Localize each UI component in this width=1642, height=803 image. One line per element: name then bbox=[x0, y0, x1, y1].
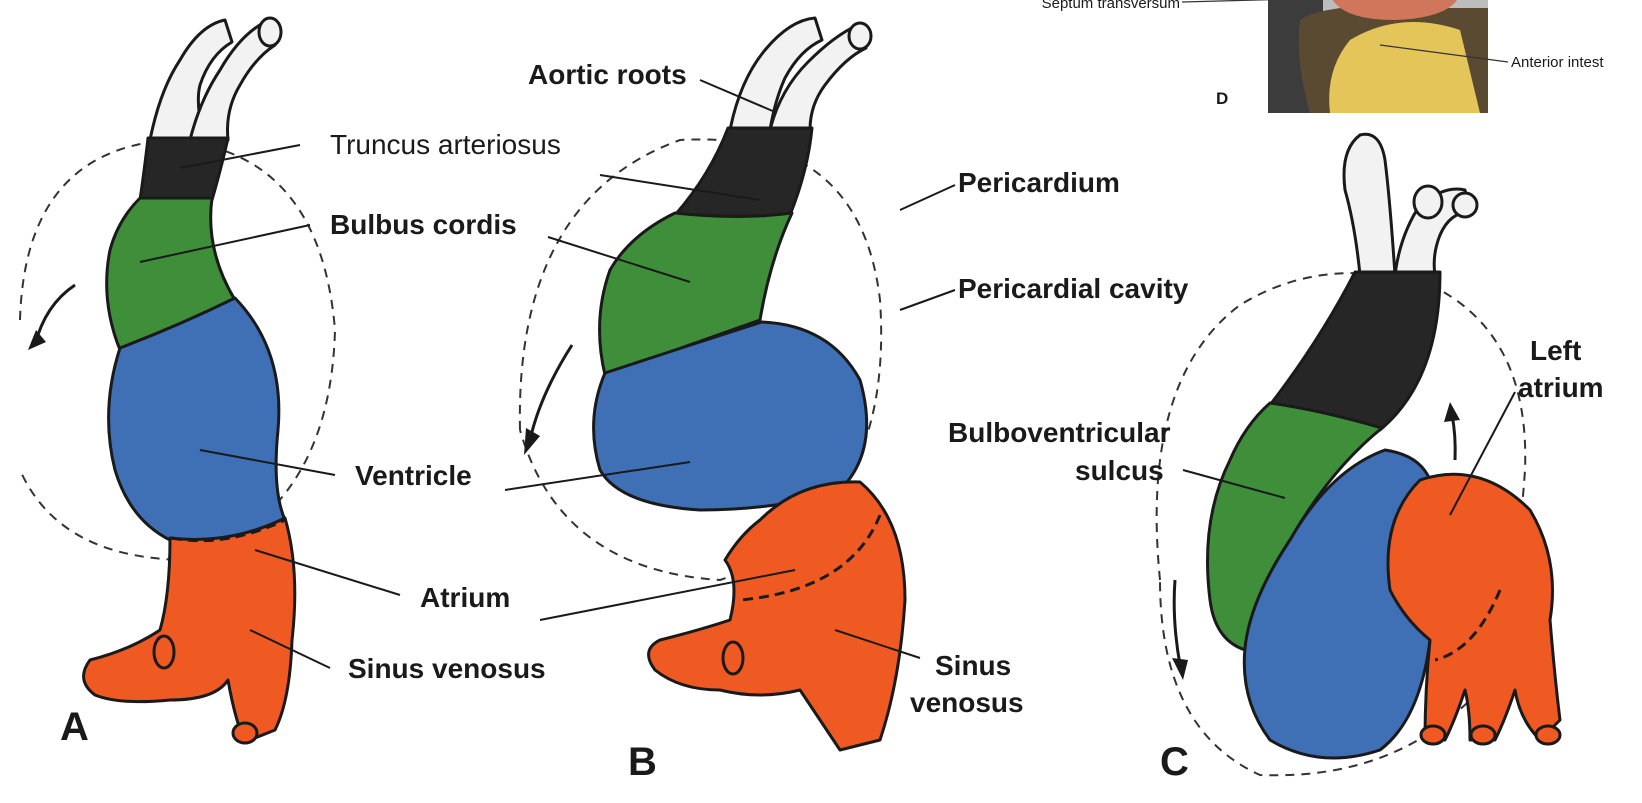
atrium-label: Atrium bbox=[420, 582, 510, 613]
panel-b-pericardium-leader bbox=[900, 185, 955, 210]
panel-c-aortic-opening-1 bbox=[1453, 193, 1477, 217]
panel-a: A bbox=[20, 18, 400, 749]
panel-c-vein-opening-1 bbox=[1421, 726, 1445, 744]
sinus-venosus-a-label: Sinus venosus bbox=[348, 653, 546, 684]
panel-a-arrow-head bbox=[28, 330, 46, 350]
panel-c-vein-opening-3 bbox=[1536, 726, 1560, 744]
panel-c-arrow-head-up bbox=[1444, 402, 1460, 422]
panel-c-rotation-arrow-up bbox=[1452, 415, 1455, 460]
panel-d-letter: D bbox=[1216, 89, 1228, 108]
panel-c-rotation-arrow bbox=[1174, 580, 1180, 665]
anterior-intestine-label: Anterior intest bbox=[1511, 54, 1604, 71]
panel-a-letter: A bbox=[60, 705, 89, 749]
left-atrium-label-line1: Left bbox=[1530, 335, 1581, 366]
panel-b: B bbox=[505, 18, 955, 784]
panel-b-truncus bbox=[675, 128, 812, 218]
panel-a-truncus bbox=[140, 138, 228, 200]
panel-c-aortic-root-1 bbox=[1344, 134, 1395, 275]
panel-c-aortic-opening-2 bbox=[1414, 186, 1442, 218]
panel-b-letter: B bbox=[628, 740, 657, 784]
left-atrium-label-line2: atrium bbox=[1518, 372, 1604, 403]
sinus-venosus-b-label-line2: venosus bbox=[910, 687, 1024, 718]
aortic-roots-label: Aortic roots bbox=[528, 59, 687, 90]
pericardium-label: Pericardium bbox=[958, 167, 1120, 198]
panel-b-vein-opening bbox=[723, 642, 743, 674]
bulboventricular-label-line2: sulcus bbox=[1075, 455, 1164, 486]
ventricle-label: Ventricle bbox=[355, 460, 472, 491]
sinus-venosus-b-label-line1: Sinus bbox=[935, 650, 1011, 681]
panel-c-letter: C bbox=[1160, 740, 1189, 784]
bulboventricular-label-line1: Bulboventricular bbox=[948, 417, 1171, 448]
panel-b-atrium-sinus bbox=[649, 482, 905, 750]
panel-b-rotation-arrow bbox=[530, 345, 572, 440]
panel-a-vein-opening-2 bbox=[154, 636, 174, 668]
bulbus-cordis-label: Bulbus cordis bbox=[330, 209, 517, 240]
panel-c-vein-opening-2 bbox=[1471, 726, 1495, 744]
panel-b-aortic-opening bbox=[849, 23, 871, 49]
panel-a-aortic-opening bbox=[259, 18, 281, 46]
septum-transversum-label: Septum transversum bbox=[1042, 0, 1180, 12]
panel-c: C bbox=[1157, 134, 1560, 784]
truncus-arteriosus-label: Truncus arteriosus bbox=[330, 129, 561, 160]
panel-b-pericardial-cavity-leader bbox=[900, 290, 955, 310]
panel-a-vein-opening-1 bbox=[233, 723, 257, 743]
inset-d: Septum transversum Anterior intest D bbox=[1042, 0, 1605, 113]
panel-b-arrow-head bbox=[524, 428, 540, 455]
pericardial-cavity-label: Pericardial cavity bbox=[958, 273, 1189, 304]
